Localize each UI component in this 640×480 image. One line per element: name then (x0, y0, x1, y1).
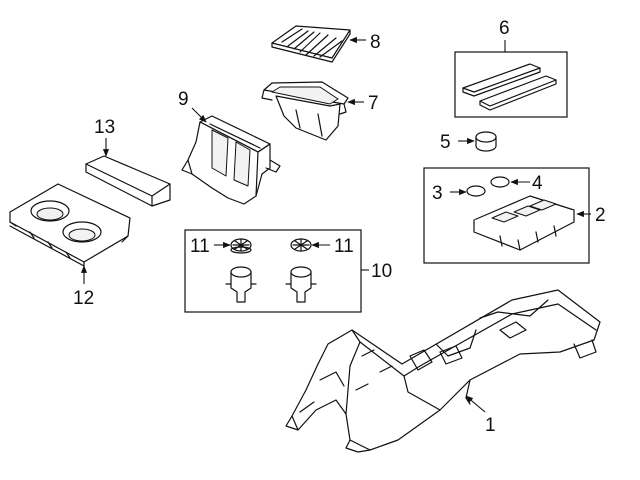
callout-labels: 1 2 3 4 5 6 7 8 9 10 11 11 12 13 (73, 18, 606, 436)
callout-7: 7 (368, 93, 379, 114)
callout-11-right: 11 (334, 236, 354, 257)
callout-5: 5 (440, 132, 451, 153)
callout-2: 2 (595, 205, 606, 226)
part-12-cupholder-bezel (9, 183, 131, 267)
part-8-mat (271, 25, 351, 63)
part-13-trim (85, 155, 171, 207)
part-1-console-frame (285, 289, 601, 453)
callout-6: 6 (499, 18, 510, 39)
part-5-knob (475, 131, 497, 152)
part-2-switch-panel (423, 167, 590, 264)
part-10-cupholder-inserts (184, 229, 362, 313)
callout-12: 12 (73, 288, 94, 309)
leader-lines (80, 36, 591, 413)
callout-11-left: 11 (190, 236, 210, 257)
callout-3: 3 (432, 183, 443, 204)
callout-9: 9 (178, 89, 189, 110)
part-9-bracket (181, 115, 281, 205)
callout-13: 13 (94, 117, 115, 138)
callout-10: 10 (371, 261, 392, 282)
part-7-bin (261, 81, 349, 141)
callout-8: 8 (370, 32, 381, 53)
callout-4: 4 (532, 173, 543, 194)
part-6-pads (454, 51, 568, 118)
callout-1: 1 (485, 415, 496, 436)
